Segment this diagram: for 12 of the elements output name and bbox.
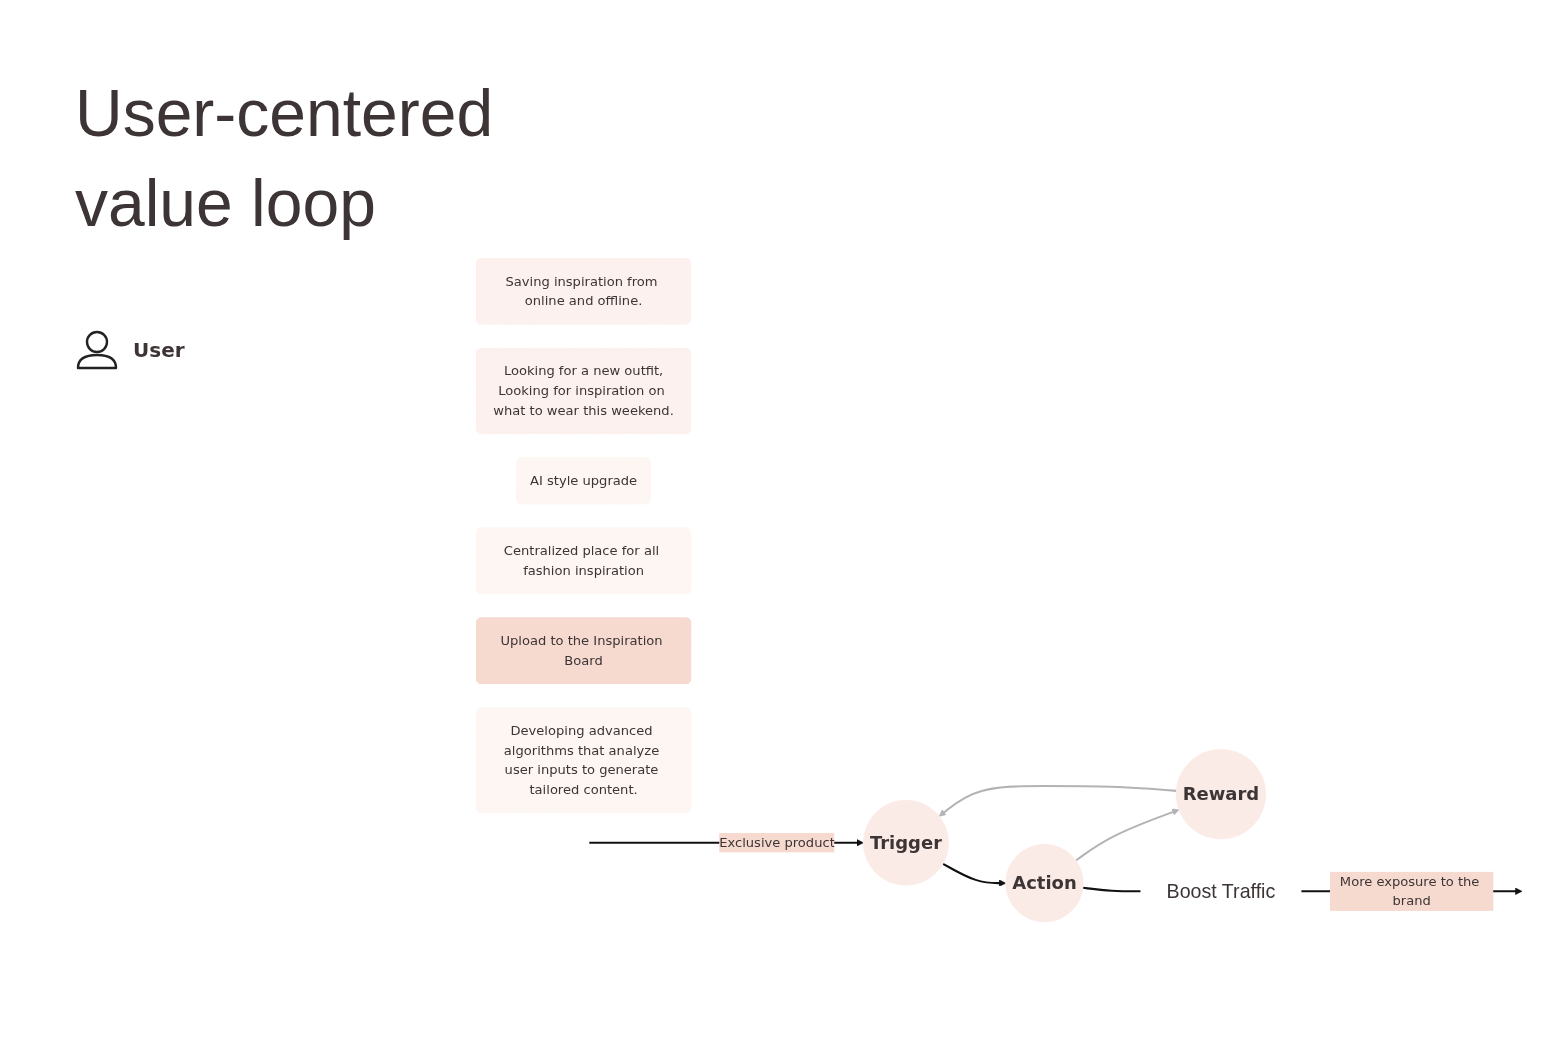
- edge-label: More exposure to the brand: [1339, 873, 1480, 909]
- connector: [1082, 886, 1141, 893]
- arrow: [1075, 808, 1180, 862]
- user-label: User: [133, 338, 185, 362]
- diagram-title: User-centered value loop: [75, 75, 495, 242]
- node-circle: Trigger: [862, 799, 949, 886]
- edge-label: Exclusive product: [719, 834, 835, 850]
- arrow: [938, 784, 1177, 817]
- node-text: Boost Traffic: [1166, 879, 1276, 902]
- arrow: [942, 862, 1007, 887]
- node-circle: Reward: [1175, 748, 1267, 840]
- node-circle: Action: [1005, 843, 1084, 923]
